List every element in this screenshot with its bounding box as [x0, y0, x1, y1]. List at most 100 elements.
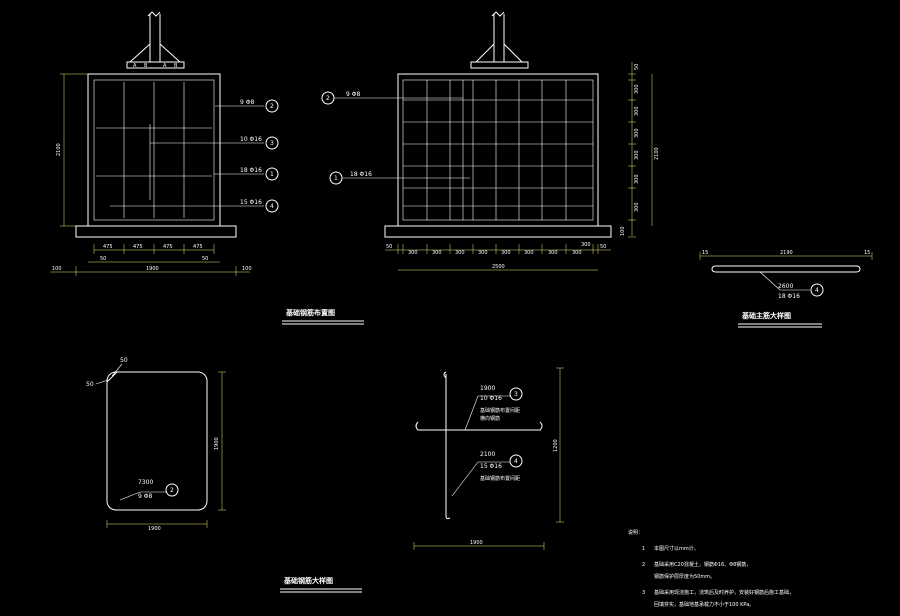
- spacing-dimension: 300: [524, 250, 534, 256]
- height-dimension: 2100: [56, 143, 62, 156]
- detail-title: 基础主筋大样图: [741, 311, 791, 320]
- notes-heading: 说明：: [628, 529, 643, 536]
- stirrup-height: 1900: [214, 437, 220, 450]
- spacing-dimension: 300: [501, 250, 511, 256]
- end-dimension: 15: [702, 250, 708, 256]
- bar4-length: 2100: [480, 451, 495, 458]
- foundation-side-outline: [397, 73, 599, 227]
- side-dimension: 300: [634, 84, 640, 94]
- callout-number: 4: [270, 203, 274, 210]
- bar-length: 2600: [778, 283, 793, 290]
- note-number: 2: [642, 562, 645, 568]
- note-text: 本图尺寸以mm计。: [654, 545, 699, 552]
- note-number: 1: [642, 546, 645, 552]
- spacing-dimension: 475: [193, 244, 203, 250]
- cover-dimension: 50: [100, 256, 106, 262]
- bar3-note: 基础钢筋布置间距: [480, 407, 520, 414]
- vertical-bar: [443, 371, 451, 520]
- bar3-length: 1900: [480, 385, 495, 392]
- bars-height: 1200: [553, 439, 559, 452]
- stirrup-length: 7300: [138, 479, 153, 486]
- anchor-mark: B: [144, 63, 148, 69]
- callout-circle: [265, 167, 279, 181]
- anchor-mark: A: [133, 63, 137, 69]
- corner-dimension: 50: [120, 357, 128, 364]
- side-view: 2 9 Φ8 1 18 Φ16 50 300 300 300 300 300 3…: [321, 11, 660, 271]
- note-text: 基础采用C20混凝土，钢筋Φ16、Φ8钢筋，: [654, 561, 751, 568]
- side-dimension: 50: [634, 64, 640, 70]
- bottom-title: 基础钢筋大样图: [283, 576, 333, 585]
- main-bar-detail: 15 2190 15 2600 18 Φ16 4 基础主筋大样图: [699, 250, 873, 328]
- stirrup-bar: 9 Φ8: [138, 493, 152, 500]
- spacing-dimension: 300: [455, 250, 465, 256]
- overall-width: 1900: [146, 266, 159, 272]
- callout-number: 2: [326, 95, 330, 102]
- spacing-dimension: 300: [581, 242, 591, 248]
- base-dimension: 100: [242, 266, 252, 272]
- rebar-label: 18 Φ16: [240, 167, 262, 174]
- stirrup-width: 1900: [148, 526, 161, 532]
- callout-circle: [265, 99, 279, 113]
- callout-circle: [810, 283, 824, 297]
- callout-number: 4: [815, 287, 819, 294]
- top-dimension: 2190: [780, 250, 793, 256]
- callout-circle: [165, 483, 179, 497]
- callout-circle: [509, 454, 523, 468]
- callout-number: 2: [170, 487, 174, 494]
- rebar-label: 15 Φ16: [240, 199, 262, 206]
- front-view-title: 基础钢筋布置图: [285, 308, 335, 317]
- side-total-height: 2100: [654, 147, 660, 160]
- stirrup-detail: 50 50 1900 7300 9 Φ8 2 1900: [86, 357, 226, 532]
- note-text: 回填夯实，基础地基承载力不小于100 KPa。: [654, 601, 754, 608]
- spacing-dimension: 300: [478, 250, 488, 256]
- edge-dimension: 50: [600, 244, 606, 250]
- bar3-spec: 10 Φ16: [480, 395, 502, 402]
- anchor-mark: B: [174, 63, 178, 69]
- callout-number: 2: [270, 103, 274, 110]
- rebar-label: 18 Φ16: [350, 171, 372, 178]
- stirrup-shape: [106, 371, 208, 511]
- overall-width: 2500: [492, 264, 505, 270]
- bar4-note: 基础钢筋布置间距: [480, 475, 520, 482]
- spacing-dimension: 300: [432, 250, 442, 256]
- spacing-dimension: 300: [572, 250, 582, 256]
- side-dimension: 300: [634, 106, 640, 116]
- callout-number: 3: [514, 391, 518, 398]
- callout-circle: [265, 136, 279, 150]
- bars-width: 1900: [470, 540, 483, 546]
- callout-number: 3: [270, 140, 274, 147]
- bar-spec: 18 Φ16: [778, 293, 800, 300]
- callout-number: 4: [514, 458, 518, 465]
- bar4-spec: 15 Φ16: [480, 463, 502, 470]
- cover-dimension: 50: [202, 256, 208, 262]
- note-text: 钢筋保护层厚度为50mm。: [654, 573, 715, 580]
- spacing-dimension: 475: [133, 244, 143, 250]
- side-dimension: 300: [634, 128, 640, 138]
- note-number: 3: [642, 590, 645, 596]
- side-dimension: 300: [634, 202, 640, 212]
- horizontal-bar: [415, 421, 543, 431]
- note-text: 基础采用现浇施工，浇筑后及时养护，安装好钢筋后施工基础，: [654, 589, 794, 596]
- callout-number: 1: [270, 171, 274, 178]
- side-dimension: 300: [634, 174, 640, 184]
- base-dimension: 100: [52, 266, 62, 272]
- callout-number: 1: [334, 175, 338, 182]
- corner-dimension: 50: [86, 381, 94, 388]
- spacing-dimension: 475: [103, 244, 113, 250]
- side-dimension: 100: [620, 226, 626, 236]
- notes-block: 说明： 1 本图尺寸以mm计。 2 基础采用C20混凝土，钢筋Φ16、Φ8钢筋，…: [628, 529, 794, 608]
- front-view: A B A B 9 Φ8 2 10 Φ16 3 18 Φ16 1 15 Φ16 …: [50, 11, 279, 276]
- main-bar-shape: [711, 265, 861, 273]
- rebar-label: 9 Φ8: [346, 91, 360, 98]
- bars-detail: 1900 10 Φ16 基础钢筋布置间距 横向钢筋 3 2100 15 Φ16 …: [413, 367, 564, 550]
- end-dimension: 15: [864, 250, 870, 256]
- anchor-mark: A: [163, 63, 167, 69]
- spacing-dimension: 300: [548, 250, 558, 256]
- spacing-dimension: 300: [408, 250, 418, 256]
- rebar-label: 9 Φ8: [240, 99, 254, 106]
- spacing-dimension: 475: [163, 244, 173, 250]
- callout-circle: [509, 387, 523, 401]
- rebar-label: 10 Φ16: [240, 136, 262, 143]
- edge-dimension: 50: [386, 244, 392, 250]
